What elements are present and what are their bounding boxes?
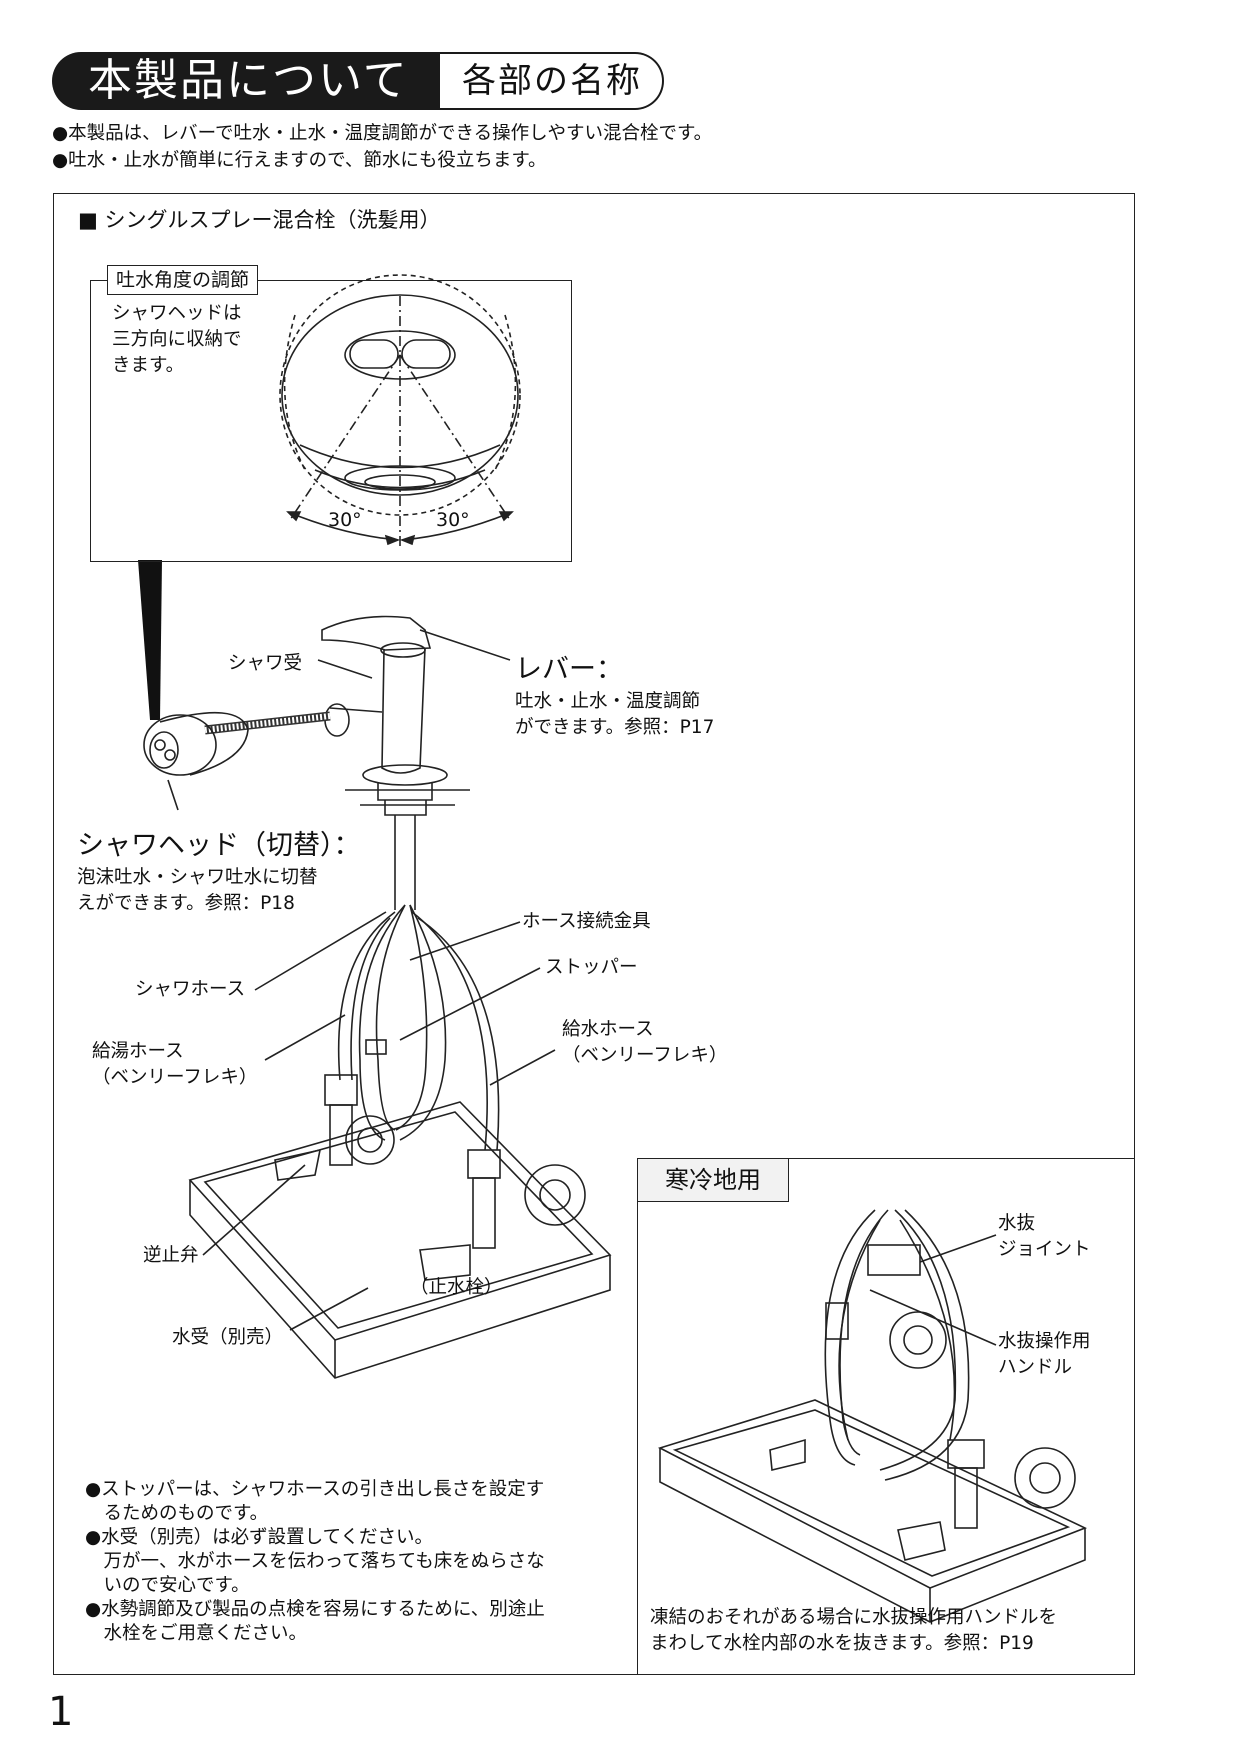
label-shower-hose: シャワホース [135,979,246,1000]
header-title-bar [52,52,440,110]
angle-detail-tab: 吐水角度の調節 [107,265,259,295]
angle-right-value: 30° [436,509,470,531]
cold-desc-1: 凍結のおそれがある場合に水抜操作用ハンドルを [650,1607,1058,1628]
label-lever-title: レバー： [515,654,623,685]
label-shower-head-desc-1: 泡沫吐水・シャワ吐水に切替 [77,867,318,888]
note-line-5: いので安心です。 [85,1575,250,1596]
label-lever-desc-1: 吐水・止水・温度調節 [515,691,701,712]
main-diagram-frame [53,193,1135,1675]
label-shower-head-title: シャワヘッド（切替）： [77,830,361,861]
label-drain-handle-2: ハンドル [998,1357,1073,1378]
page-subtitle: 各部の名称 [462,61,642,101]
page-number: 1 [48,1689,74,1735]
intro-line-2: ●吐水・止水が簡単に行えますので、節水にも役立ちます。 [52,150,547,171]
header-subtitle-box [440,52,664,110]
cold-region-tab: 寒冷地用 [638,1159,789,1202]
section-title: ■ シングルスプレー混合栓（洗髪用） [78,208,441,232]
label-hot-hose-1: 給湯ホース [92,1041,184,1062]
label-hot-hose-2: （ベンリーフレキ） [92,1067,258,1088]
label-lever-desc-2: ができます。参照：P17 [515,717,715,738]
cold-desc-2: まわして水栓内部の水を抜きます。参照：P19 [650,1633,1034,1654]
label-drain-handle-1: 水抜操作用 [998,1331,1091,1352]
label-drain-joint-2: ジョイント [998,1239,1091,1260]
cold-region-frame [637,1158,1135,1675]
label-water-tray: 水受（別売） [172,1327,284,1348]
angle-detail-box [90,280,572,562]
label-stopper: ストッパー [545,957,638,978]
angle-desc-3: きます。 [112,355,185,376]
angle-left-value: 30° [328,509,362,531]
label-stop-valve: （止水栓） [410,1277,503,1298]
intro-line-1: ●本製品は、レバーで吐水・止水・温度調節ができる操作しやすい混合栓です。 [52,123,713,144]
label-cold-hose-1: 給水ホース [562,1019,654,1040]
angle-desc-2: 三方向に収納で [112,329,242,350]
note-line-6: ●水勢調節及び製品の点検を容易にするために、別途止 [85,1599,545,1620]
angle-desc-1: シャワヘッドは [112,303,242,324]
note-line-3: ●水受（別売）は必ず設置してください。 [85,1527,434,1548]
note-line-7: 水栓をご用意ください。 [85,1623,308,1644]
label-check-valve: 逆止弁 [143,1245,199,1266]
label-hose-fitting: ホース接続金具 [522,911,651,932]
label-drain-joint-1: 水抜 [998,1213,1036,1234]
label-cold-hose-2: （ベンリーフレキ） [562,1045,728,1066]
note-line-1: ●ストッパーは、シャワホースの引き出し長さを設定す [85,1479,545,1500]
page-title: 本製品について [88,55,409,106]
note-line-2: るためのものです。 [85,1503,269,1524]
label-shower-head-desc-2: えができます。参照：P18 [77,893,295,914]
note-line-4: 万が一、水がホースを伝わって落ちても床をぬらさな [85,1551,545,1572]
label-shower-holder: シャワ受 [228,653,303,674]
